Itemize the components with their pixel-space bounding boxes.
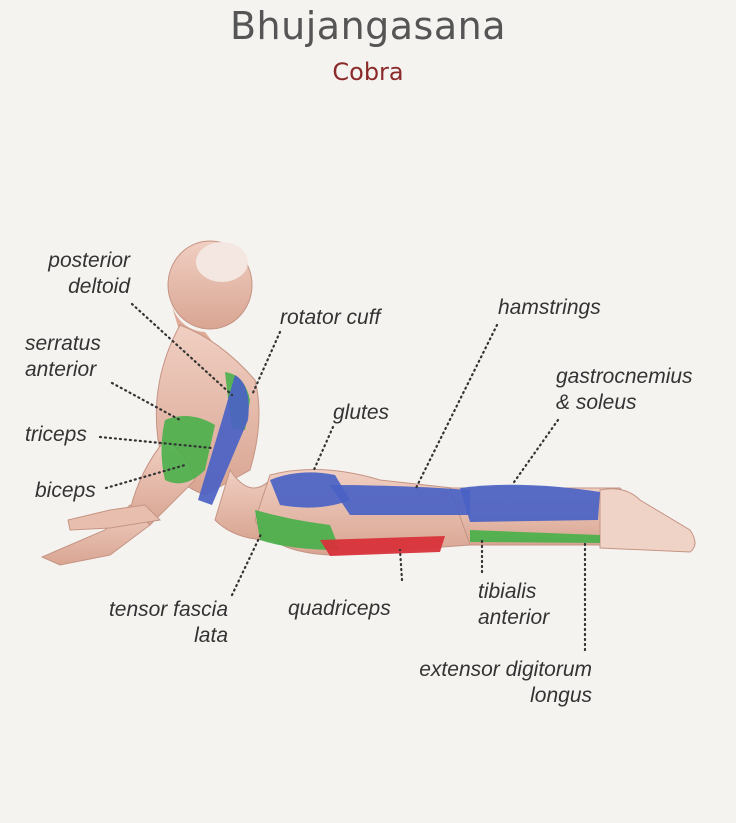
quadriceps-muscle (320, 536, 445, 556)
glutes-muscle (270, 472, 350, 508)
hamstrings-muscle (330, 485, 470, 515)
label-rotator-cuff: rotator cuff (280, 306, 381, 329)
tibialis-anterior-muscle (470, 530, 600, 543)
leader-glutes (311, 425, 335, 474)
serratus-muscle (161, 416, 215, 484)
gastrocnemius-muscle (460, 484, 600, 522)
tensor-fascia-lata-muscle (255, 510, 340, 550)
label-serratus-anterior: serratus anterior (25, 332, 101, 381)
label-extensor-digitorum-longus: extensor digitorum longus (419, 658, 592, 707)
page-subtitle: Cobra (332, 58, 404, 86)
leader-triceps (98, 435, 214, 450)
leader-lines (98, 302, 587, 652)
label-biceps: biceps (35, 479, 96, 502)
label-triceps: triceps (25, 423, 87, 446)
leader-hamstrings (413, 323, 499, 492)
page-title: Bhujangasana (229, 4, 507, 48)
label-glutes: glutes (333, 401, 390, 424)
leader-rotator-cuff (250, 330, 282, 397)
label-gastrocnemius-soleus: gastrocnemius & soleus (556, 365, 693, 414)
label-posterior-deltoid: posterior deltoid (48, 249, 130, 298)
leader-tensor-fascia-lata (230, 530, 264, 597)
triceps-muscle (198, 375, 249, 505)
leader-biceps (104, 463, 187, 490)
label-hamstrings: hamstrings (498, 296, 601, 319)
leader-quadriceps (398, 548, 404, 582)
label-tibialis-anterior: tibialis anterior (478, 580, 550, 629)
label-tensor-fascia-lata: tensor fascia lata (108, 598, 228, 647)
leader-serratus-anterior (110, 381, 182, 422)
label-quadriceps: quadriceps (288, 597, 391, 620)
leader-gastrocnemius (510, 418, 560, 487)
highlighted-muscles (161, 372, 600, 556)
